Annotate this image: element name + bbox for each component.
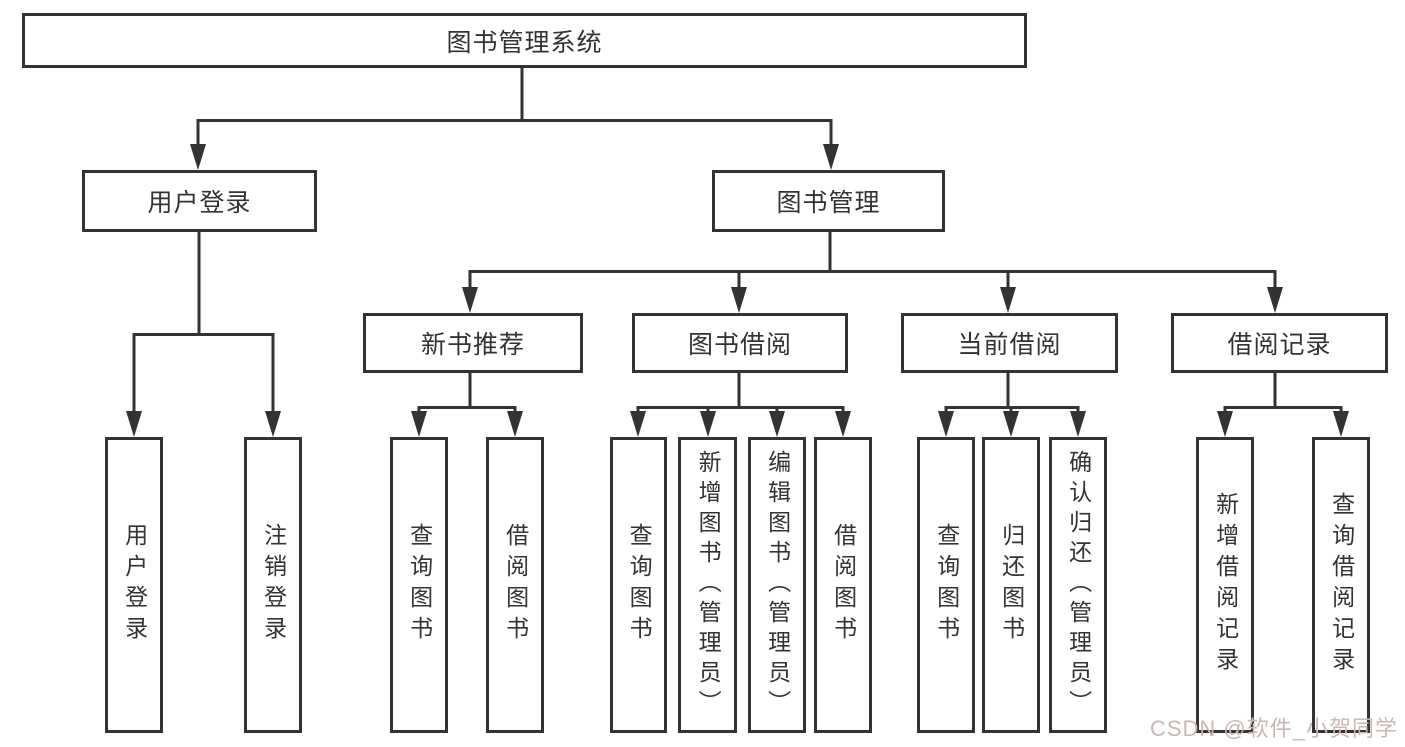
node-root-label: 图书管理系统	[446, 28, 603, 57]
leaf-logout: 注销登录	[244, 437, 302, 733]
leaf-query-books-borrow-label: 查询图书	[626, 523, 653, 647]
leaf-query-books-recommend: 查询图书	[390, 437, 448, 733]
leaf-return-book: 归还图书	[982, 437, 1040, 733]
leaf-add-borrow-record: 新增借阅记录	[1196, 437, 1254, 733]
leaf-borrow-book: 借阅图书	[814, 437, 872, 733]
csdn-watermark: CSDN @软件_小贺同学	[1149, 716, 1398, 741]
leaf-user-login-label: 用户登录	[121, 523, 148, 647]
node-current-borrow-label: 当前借阅	[957, 331, 1062, 359]
leaf-query-books-recommend-label: 查询图书	[406, 523, 433, 647]
node-user-login-label: 用户登录	[147, 189, 252, 217]
node-new-book-recommend: 新书推荐	[363, 313, 583, 373]
node-borrow-records-label: 借阅记录	[1227, 331, 1332, 359]
node-book-borrow-label: 图书借阅	[687, 331, 792, 359]
node-current-borrow: 当前借阅	[901, 313, 1118, 373]
node-book-management-label: 图书管理	[776, 189, 881, 217]
node-borrow-records: 借阅记录	[1171, 313, 1388, 373]
leaf-query-books-current-label: 查询图书	[933, 523, 960, 647]
leaf-logout-label: 注销登录	[260, 523, 287, 647]
leaf-query-borrow-record: 查询借阅记录	[1312, 437, 1370, 733]
leaf-query-books-borrow: 查询图书	[610, 437, 667, 733]
arrowheads	[126, 144, 1349, 437]
leaf-query-books-current: 查询图书	[917, 437, 975, 733]
node-book-borrow: 图书借阅	[632, 313, 848, 373]
leaf-borrow-book-label: 借阅图书	[830, 523, 857, 647]
leaf-add-book-admin: 新增图书（管理员）	[678, 437, 737, 733]
leaf-borrow-books-recommend: 借阅图书	[486, 437, 544, 733]
node-user-login: 用户登录	[82, 170, 317, 232]
node-new-book-recommend-label: 新书推荐	[420, 331, 525, 359]
leaf-query-borrow-record-label: 查询借阅记录	[1328, 492, 1355, 678]
leaf-edit-book-admin-label: 编辑图书（管理员）	[764, 450, 791, 720]
node-root: 图书管理系统	[22, 13, 1027, 68]
leaf-user-login: 用户登录	[105, 437, 163, 733]
leaf-add-book-admin-label: 新增图书（管理员）	[695, 450, 722, 720]
leaf-borrow-books-recommend-label: 借阅图书	[502, 523, 529, 647]
leaf-edit-book-admin: 编辑图书（管理员）	[748, 437, 806, 733]
leaf-return-book-label: 归还图书	[998, 523, 1025, 647]
leaf-confirm-return-admin-label: 确认归还（管理员）	[1065, 450, 1092, 720]
leaf-confirm-return-admin: 确认归还（管理员）	[1049, 437, 1107, 733]
leaf-add-borrow-record-label: 新增借阅记录	[1212, 492, 1239, 678]
node-book-management: 图书管理	[712, 170, 945, 232]
